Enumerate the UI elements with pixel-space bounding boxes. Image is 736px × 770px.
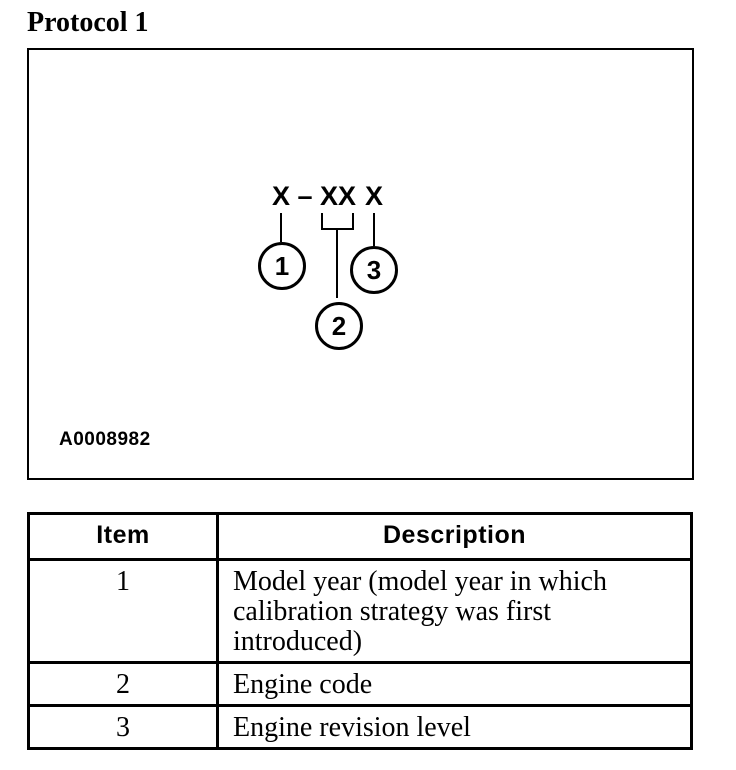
callout-circle-3: 3 [350, 246, 398, 294]
code-part-model-year: X [271, 181, 291, 211]
item-number: 1 [27, 558, 219, 664]
item-description: Engine revision level [216, 704, 693, 750]
bracket-left-line [321, 213, 323, 230]
table-header-row: Item Description [27, 512, 693, 561]
callout-circle-1: 1 [258, 242, 306, 290]
bracket-right-line [352, 213, 354, 230]
connector-line-3 [373, 213, 375, 246]
section-title: Protocol 1 [27, 7, 149, 38]
connector-line-1 [280, 213, 282, 242]
item-description: Model year (model year in which calibrat… [216, 558, 693, 664]
connector-stem-2 [336, 228, 338, 298]
code-part-revision: X [364, 181, 384, 211]
figure-box: X – XX X 1 2 3 A0008982 [27, 48, 694, 480]
header-description: Description [216, 512, 693, 561]
figure-id-label: A0008982 [59, 429, 151, 450]
table-row: 2 Engine code [27, 661, 693, 707]
item-number: 3 [27, 704, 219, 750]
item-description: Engine code [216, 661, 693, 707]
legend-table: Item Description 1 Model year (model yea… [27, 512, 693, 750]
callout-number-2: 2 [331, 310, 347, 341]
callout-number-3: 3 [366, 254, 382, 285]
header-item: Item [27, 512, 219, 561]
code-dash: – [297, 181, 313, 211]
table-row: 3 Engine revision level [27, 704, 693, 750]
code-part-engine-code: XX [319, 181, 357, 211]
callout-number-1: 1 [274, 250, 290, 281]
callout-circle-2: 2 [315, 302, 363, 350]
table-row: 1 Model year (model year in which calibr… [27, 558, 693, 664]
item-number: 2 [27, 661, 219, 707]
